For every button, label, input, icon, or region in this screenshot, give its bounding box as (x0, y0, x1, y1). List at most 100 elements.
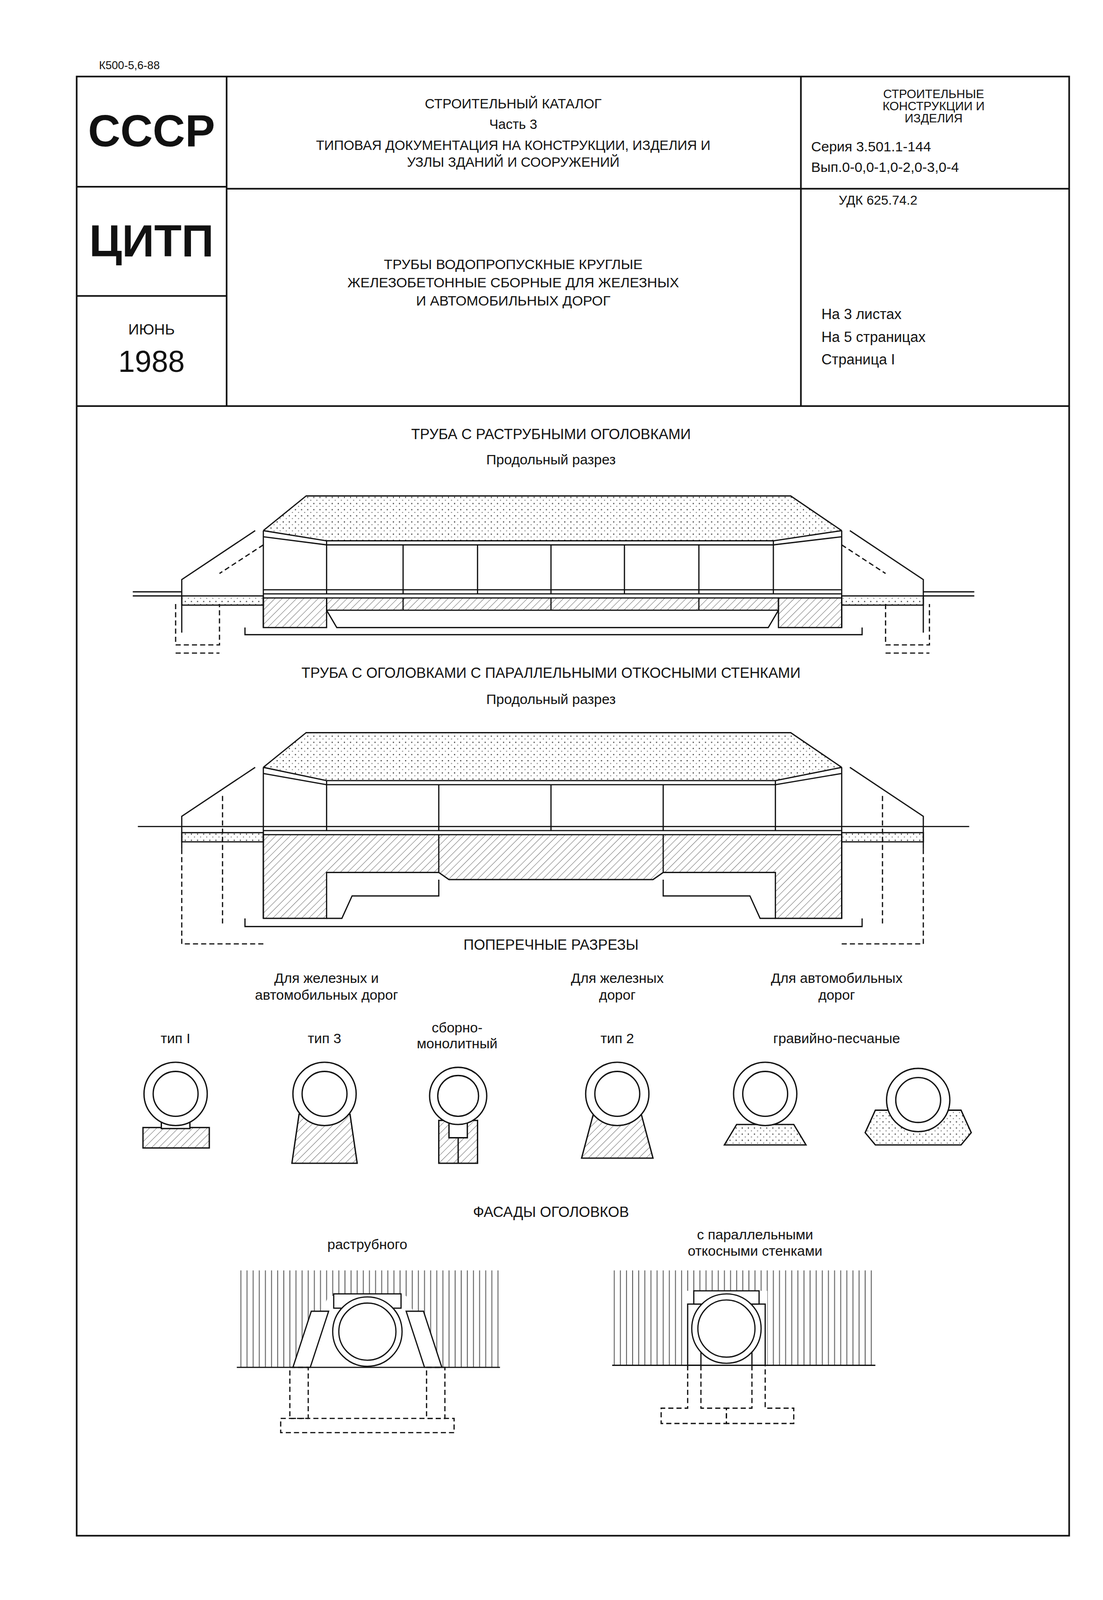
longitudinal-section-bell-part (132, 594, 182, 597)
title-block-text: Серия 3.501.1-144 (811, 138, 1061, 156)
head-facades-part (236, 1269, 501, 1367)
cross-sections-part (429, 1067, 487, 1125)
head-facades-part (292, 1310, 329, 1367)
sheet-frame-part (76, 76, 1069, 1536)
drawing-caption: Для автомобильных дорог (755, 969, 919, 1004)
longitudinal-section-parallel-part (438, 834, 440, 873)
longitudinal-section-bell-part (623, 544, 626, 594)
longitudinal-section-bell-part (245, 627, 863, 635)
cross-sections-part (153, 1071, 198, 1117)
head-facades-part (697, 1299, 755, 1357)
title-block-cell: УДК 625.74.2На 3 листахНа 5 страницахСтр… (800, 188, 1070, 406)
longitudinal-section-bell-part (263, 593, 842, 595)
cross-sections-part (438, 1119, 478, 1163)
longitudinal-section-parallel-part (841, 832, 924, 842)
sheet-frame-part (226, 76, 228, 407)
longitudinal-section-bell-part (923, 594, 975, 597)
head-facades-part-part (280, 1417, 454, 1433)
drawing-caption: сборно-монолитный (411, 1019, 504, 1052)
longitudinal-section-bell-part (772, 540, 775, 594)
longitudinal-section-bell-part (325, 540, 328, 594)
title-block-text: СТРОИТЕЛЬНЫЕ КОНСТРУКЦИИ И ИЗДЕЛИЯ (856, 87, 1011, 125)
drawing-caption: с параллельными откосными стенками (678, 1226, 832, 1259)
longitudinal-section-bell-part (263, 588, 842, 591)
title-block-cell: СТРОИТЕЛЬНЫЕ КОНСТРУКЦИИ И ИЗДЕЛИЯ Серия … (800, 76, 1070, 189)
title-block-text: ТИПОВАЯ ДОКУМЕНТАЦИЯ НА КОНСТРУКЦИИ, ИЗД… (309, 136, 718, 171)
longitudinal-section-bell-part (550, 597, 552, 610)
title-block-cell: ЦИТП (76, 186, 227, 297)
head-facades-part (236, 1366, 501, 1368)
longitudinal-section-bell-part (326, 539, 774, 542)
head-facades-part (339, 1302, 396, 1360)
cross-sections-part (302, 1071, 347, 1117)
head-facades-part (661, 1364, 794, 1424)
longitudinal-section-bell-part (698, 544, 700, 594)
cross-sections-part (594, 1071, 640, 1117)
head-facades-part (685, 1290, 768, 1365)
longitudinal-section-bell-part (476, 544, 479, 594)
title-block-cell: ТРУБЫ ВОДОПРОПУСКНЫЕ КРУГЛЫЕ ЖЕЛЕЗОБЕТОН… (226, 188, 801, 406)
longitudinal-section-bell-part (778, 597, 842, 628)
longitudinal-section-parallel-part (881, 795, 884, 924)
longitudinal-section-parallel-part (774, 780, 777, 831)
longitudinal-section-parallel-part (662, 834, 665, 873)
longitudinal-section-bell-part (841, 595, 924, 606)
title-block-text: Вып.0-0,0-1,0-2,0-3,0-4 (811, 159, 1061, 176)
cross-sections-part (886, 1067, 950, 1132)
longitudinal-section-bell-part (263, 597, 327, 628)
longitudinal-section-bell-part (263, 495, 842, 541)
cross-sections-part (142, 1127, 210, 1148)
longitudinal-section-parallel-part (221, 795, 224, 924)
title-block-text: ИЮНЬ (80, 321, 224, 338)
longitudinal-section-bell-part (132, 591, 182, 593)
sheet-frame-part (226, 187, 1069, 190)
title-block-text: Часть 3 (360, 116, 667, 133)
drawing-caption: Продольный разрез (346, 451, 756, 468)
longitudinal-section-parallel-part (263, 829, 842, 832)
head-facades-part (406, 1310, 442, 1367)
drawing-caption: ПОПЕРЕЧНЫЕ РАЗРЕЗЫ (346, 935, 756, 954)
head-facades-part (612, 1269, 876, 1365)
longitudinal-section-bell-part (841, 544, 886, 573)
drawing-caption: тип I (124, 1029, 227, 1047)
longitudinal-section-parallel-part (326, 779, 776, 782)
longitudinal-section-bell-part (923, 591, 975, 593)
longitudinal-section-bell-part (773, 530, 842, 541)
sheet-frame-part (799, 76, 802, 407)
title-block-text: СТРОИТЕЛЬНЫЙ КАТАЛОГ (247, 95, 779, 113)
longitudinal-section-parallel-part (263, 732, 842, 767)
title-block-text: УДК 625.74.2 (838, 192, 1059, 208)
longitudinal-section-bell-part (326, 609, 779, 628)
cross-sections-part (143, 1061, 207, 1125)
cross-sections-part (457, 1137, 460, 1164)
drawing-caption: ТРУБА С РАСТРУБНЫМИ ОГОЛОВКАМИ (193, 425, 909, 443)
longitudinal-section-bell-part (263, 530, 327, 541)
title-block-cell: ИЮНЬ 1988 (76, 296, 227, 407)
cross-sections-part (724, 1124, 807, 1145)
longitudinal-section-parallel-part (550, 784, 552, 831)
cross-sections (142, 1061, 972, 1163)
sheet-frame-part (76, 405, 1069, 407)
longitudinal-section-parallel-part (662, 784, 665, 831)
longitudinal-section-parallel (137, 732, 969, 944)
longitudinal-section-bell-part (773, 536, 842, 545)
cross-sections-part (895, 1077, 941, 1123)
head-facades-part-part (289, 1366, 309, 1418)
title-block-text: 1988 (80, 345, 224, 378)
head-facades-part (332, 1296, 403, 1366)
title-block-text: На 3 листах (821, 305, 1061, 323)
cross-sections-part (585, 1061, 649, 1125)
head-facades-part (691, 1293, 762, 1364)
longitudinal-section-parallel-part (137, 825, 969, 828)
longitudinal-section-bell-part (698, 597, 700, 610)
title-block-text: ТРУБЫ ВОДОПРОПУСКНЫЕ КРУГЛЫЕ ЖЕЛЕЗОБЕТОН… (345, 254, 682, 310)
longitudinal-section-bell-part (402, 597, 404, 610)
cross-sections-part (437, 1074, 479, 1116)
longitudinal-section-parallel-part (841, 848, 924, 944)
drawing-caption: тип 3 (273, 1029, 376, 1047)
head-facades-part-part (726, 1364, 794, 1424)
longitudinal-section-bell-part (326, 597, 779, 610)
cross-sections-part (742, 1071, 788, 1117)
drawing-caption: Для железных и автомобильных дорог (224, 969, 429, 1004)
longitudinal-section-bell-part (181, 595, 264, 606)
